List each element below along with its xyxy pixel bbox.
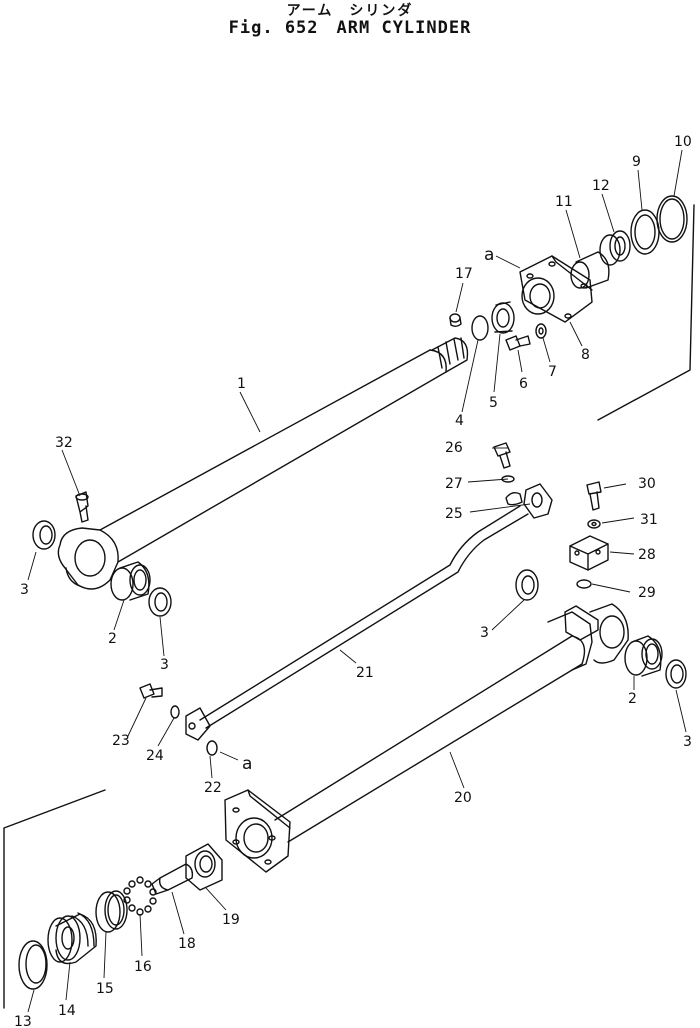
label-24: 24 bbox=[146, 748, 164, 764]
label-20: 20 bbox=[454, 790, 472, 806]
label-1: 1 bbox=[237, 376, 246, 392]
frame-line-bottom-left bbox=[3, 789, 106, 1009]
dust-seal-left-top bbox=[32, 520, 56, 550]
bushing-left bbox=[110, 561, 151, 601]
label-9: 9 bbox=[632, 154, 641, 170]
label-15: 15 bbox=[96, 981, 114, 997]
label-2-right: 2 bbox=[628, 691, 637, 707]
figure-title: Fig. 652 ARM CYLINDER bbox=[228, 18, 472, 38]
tube-bolt bbox=[139, 683, 163, 699]
label-28: 28 bbox=[638, 547, 656, 563]
leader-lines bbox=[27, 149, 687, 1013]
hydraulic-tube bbox=[185, 505, 529, 741]
label-13: 13 bbox=[14, 1014, 32, 1028]
o-ring-rod bbox=[471, 315, 489, 341]
label-18: 18 bbox=[178, 936, 196, 952]
cylinder-tube bbox=[224, 603, 629, 873]
head-bolt bbox=[505, 335, 531, 351]
label-31: 31 bbox=[640, 512, 658, 528]
washer-tube bbox=[170, 705, 180, 719]
label-30: 30 bbox=[638, 476, 656, 492]
label-3-middle: 3 bbox=[480, 625, 489, 641]
label-10: 10 bbox=[674, 134, 692, 150]
label-12: 12 bbox=[592, 178, 610, 194]
rod-seal bbox=[599, 230, 631, 266]
label-26: 26 bbox=[445, 440, 463, 456]
o-ring-tube bbox=[206, 740, 218, 756]
label-29: 29 bbox=[638, 585, 656, 601]
label-a-top: a bbox=[484, 245, 494, 265]
label-2-left: 2 bbox=[108, 631, 117, 647]
washer-head bbox=[535, 323, 547, 339]
label-17: 17 bbox=[455, 266, 473, 282]
label-8: 8 bbox=[581, 347, 590, 363]
label-21: 21 bbox=[356, 665, 374, 681]
label-23: 23 bbox=[112, 733, 130, 749]
piston-nut bbox=[185, 843, 223, 891]
label-27: 27 bbox=[445, 476, 463, 492]
label-7: 7 bbox=[548, 364, 557, 380]
piston bbox=[47, 912, 97, 965]
dust-seal-middle bbox=[515, 569, 539, 601]
label-6: 6 bbox=[519, 376, 528, 392]
dust-seal-left-bottom bbox=[148, 587, 172, 617]
valve-block bbox=[569, 535, 609, 571]
dust-seal-right bbox=[665, 659, 687, 689]
label-14: 14 bbox=[58, 1003, 76, 1019]
o-ring-block bbox=[576, 579, 592, 589]
wear-ring bbox=[95, 890, 128, 933]
backup-ring bbox=[630, 209, 660, 255]
figure-title-japanese: アーム シリンダ bbox=[286, 3, 414, 19]
label-22: 22 bbox=[204, 780, 222, 796]
grease-fitting bbox=[75, 491, 89, 523]
label-11: 11 bbox=[555, 194, 573, 210]
piston-seal bbox=[18, 940, 48, 990]
label-4: 4 bbox=[455, 413, 464, 429]
label-19: 19 bbox=[222, 912, 240, 928]
rod-nut bbox=[491, 301, 515, 334]
set-screw bbox=[449, 313, 462, 327]
label-25: 25 bbox=[445, 506, 463, 522]
cylinder-head bbox=[519, 255, 593, 323]
head-bushing bbox=[570, 251, 610, 289]
piston-rod bbox=[57, 337, 469, 590]
label-3-right: 3 bbox=[683, 734, 692, 750]
bushing-right bbox=[624, 635, 663, 677]
label-3-left-top: 3 bbox=[20, 582, 29, 598]
steel-balls bbox=[123, 876, 157, 916]
block-bolt bbox=[586, 481, 602, 511]
label-3-left-bottom: 3 bbox=[160, 657, 169, 673]
washer-block bbox=[587, 519, 601, 529]
pipe-flange bbox=[505, 483, 553, 519]
frame-line-top-right bbox=[597, 204, 695, 421]
flange-bolt bbox=[493, 442, 511, 469]
label-a-bottom: a bbox=[242, 754, 252, 774]
label-5: 5 bbox=[489, 395, 498, 411]
label-16: 16 bbox=[134, 959, 152, 975]
o-ring-head bbox=[656, 195, 688, 243]
label-32: 32 bbox=[55, 435, 73, 451]
